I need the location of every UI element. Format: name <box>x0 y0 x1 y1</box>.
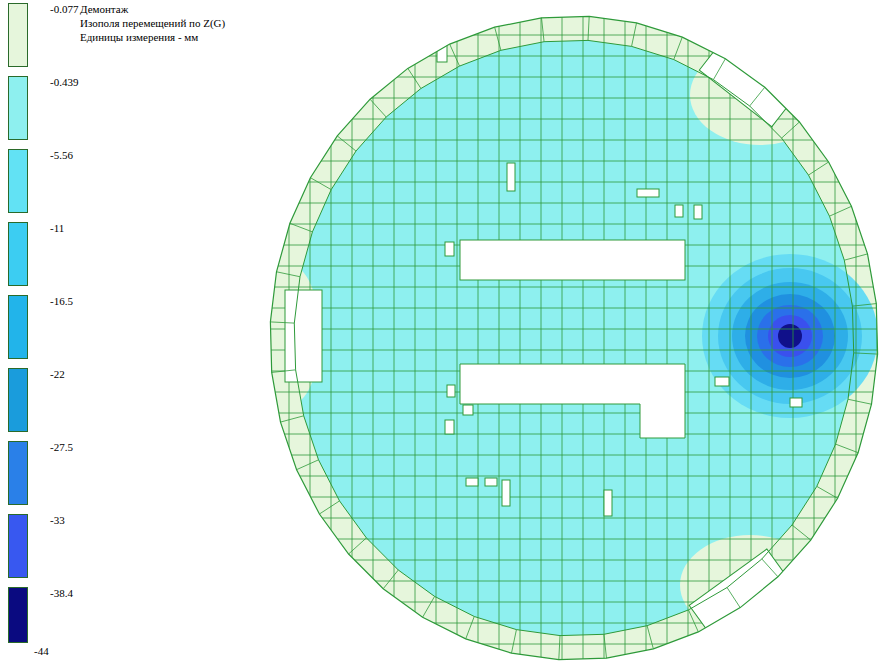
legend-swatch <box>8 441 28 505</box>
legend-swatch <box>8 222 28 286</box>
legend-value: -38.4 <box>50 587 73 600</box>
legend-swatch <box>8 149 28 213</box>
legend-value: -33 <box>50 514 65 527</box>
legend-value: -27.5 <box>50 441 73 454</box>
legend-value: -22 <box>50 368 65 381</box>
legend-swatch <box>8 295 28 359</box>
legend-value: -0.077 <box>50 3 78 16</box>
legend-value: -0.439 <box>50 76 78 89</box>
legend-value: -11 <box>50 222 64 235</box>
legend-value: -16.5 <box>50 295 73 308</box>
legend-swatch <box>8 368 28 432</box>
plot-title: Демонтаж <box>80 3 128 16</box>
units-note: Единицы измерения - мм <box>80 31 198 44</box>
legend-swatch <box>8 3 28 67</box>
scale-value: -44 <box>34 645 49 658</box>
legend-swatch <box>8 587 28 643</box>
plot-subtitle: Изополя перемещений по Z(G) <box>80 17 225 30</box>
legend-swatch <box>8 514 28 578</box>
legend-swatch <box>8 76 28 140</box>
legend-value: -5.56 <box>50 149 73 162</box>
